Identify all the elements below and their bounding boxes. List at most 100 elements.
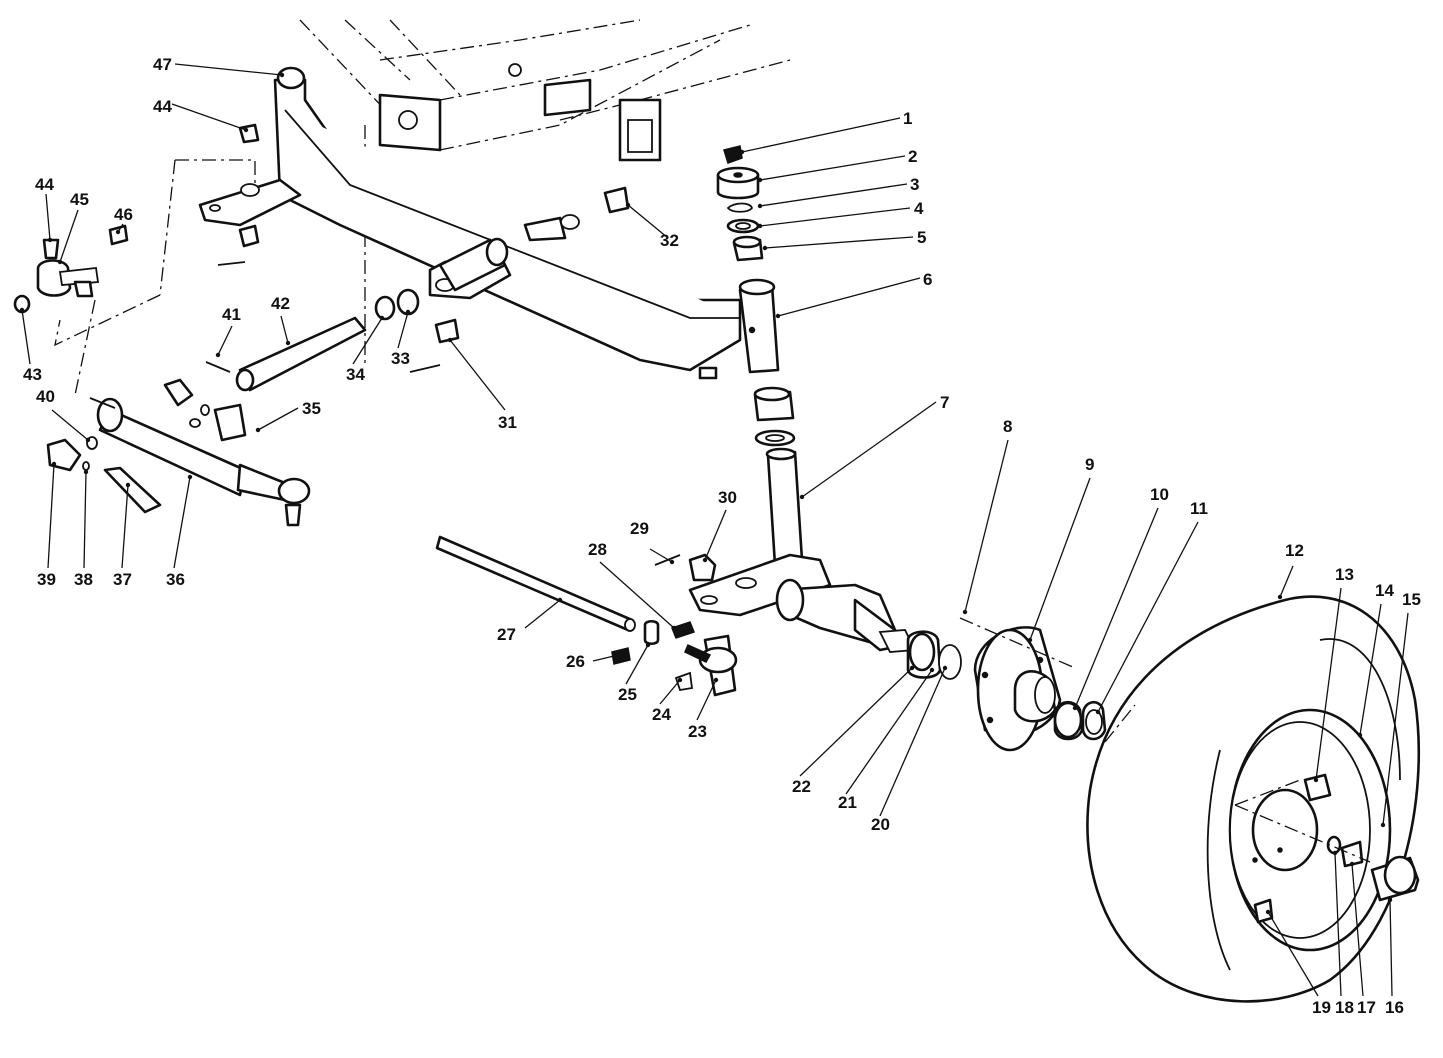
leader-line [1351, 863, 1364, 997]
callout-4: 4 [914, 199, 924, 218]
callout-32: 32 [660, 231, 679, 250]
callout-45: 45 [70, 190, 89, 209]
leader-dot [557, 597, 563, 603]
leader-dot [799, 494, 805, 500]
callout-42: 42 [271, 294, 290, 313]
callout-7: 7 [940, 393, 949, 412]
leader-line [599, 561, 675, 629]
leader-line [449, 339, 506, 411]
leader-dot [447, 337, 453, 343]
leader-dot [1095, 709, 1101, 715]
leader-line [777, 277, 921, 317]
callout-33: 33 [391, 349, 410, 368]
callout-8: 8 [1003, 417, 1012, 436]
callout-23: 23 [688, 722, 707, 741]
callout-numbers: 1 2 3 4 5 6 7 8 9 10 11 12 13 14 15 16 1… [23, 55, 1421, 1017]
callout-39: 39 [37, 570, 56, 589]
leader-line [171, 103, 247, 131]
chassis-frame [54, 19, 791, 396]
leader-line [659, 679, 681, 705]
leader-line [1074, 507, 1159, 709]
steering-spindle [688, 447, 917, 653]
assembly-centerlines [959, 617, 1371, 863]
callout-18: 18 [1335, 998, 1354, 1017]
leader-line [21, 309, 31, 365]
leader-dot [1349, 861, 1355, 867]
callout-24: 24 [652, 705, 671, 724]
leader-line [1315, 587, 1342, 781]
leader-line [627, 204, 669, 239]
steering-cylinder [46, 378, 311, 527]
leader-dot [1265, 909, 1271, 915]
leader-dot [677, 677, 683, 683]
callout-43: 43 [23, 365, 42, 384]
callout-14: 14 [1375, 581, 1394, 600]
leader-line [51, 409, 89, 441]
callout-25: 25 [618, 685, 637, 704]
leader-line [1359, 603, 1382, 736]
callout-26: 26 [566, 652, 585, 671]
leader-line [174, 63, 283, 76]
leader-line [1097, 521, 1199, 713]
leader-line [649, 548, 673, 563]
leader-dot [1277, 594, 1283, 600]
callout-13: 13 [1335, 565, 1354, 584]
leader-line [45, 193, 51, 241]
callout-38: 38 [74, 570, 93, 589]
callout-31: 31 [498, 413, 517, 432]
leader-dot [702, 557, 708, 563]
leader-dot [942, 665, 948, 671]
callout-5: 5 [917, 228, 926, 247]
callout-28: 28 [588, 540, 607, 559]
leader-dot [187, 474, 193, 480]
leader-dot [83, 469, 89, 475]
leader-dot [125, 482, 131, 488]
leader-dot [611, 653, 617, 659]
callout-17: 17 [1357, 998, 1376, 1017]
leader-line [47, 463, 55, 569]
callout-6: 6 [923, 270, 932, 289]
leader-line [704, 509, 727, 561]
callout-11: 11 [1190, 499, 1208, 518]
leader-line [1267, 911, 1319, 997]
callout-46: 46 [114, 205, 133, 224]
leader-line [845, 669, 933, 795]
leader-dot [757, 177, 763, 183]
leader-dot [47, 237, 53, 243]
leader-line [397, 311, 409, 349]
callout-44-a: 44 [35, 175, 54, 194]
callout-19: 19 [1312, 998, 1331, 1017]
leader-dot [1387, 897, 1393, 903]
leader-line [280, 315, 289, 344]
leader-dot [713, 677, 719, 683]
leader-line [1279, 565, 1294, 598]
leader-line [759, 155, 906, 181]
callout-12: 12 [1285, 541, 1304, 560]
leader-line [801, 401, 937, 498]
leader-line [217, 325, 233, 356]
leader-dot [625, 202, 631, 208]
leader-dot [909, 665, 915, 671]
leader-line [741, 117, 901, 153]
leader-line [879, 667, 946, 817]
leader-line [121, 484, 129, 569]
leader-dot [775, 313, 781, 319]
leader-line [524, 599, 561, 629]
callout-3: 3 [910, 175, 919, 194]
callout-47: 47 [153, 55, 172, 74]
leader-dot [739, 149, 745, 155]
leader-dot [115, 229, 121, 235]
leader-dot [762, 245, 768, 251]
leader-dot [51, 461, 57, 467]
leader-lines [19, 63, 1409, 997]
leader-line [799, 667, 913, 777]
leader-dot [215, 352, 221, 358]
leader-line [1029, 477, 1091, 641]
leader-line [1389, 899, 1393, 997]
callout-34: 34 [346, 365, 365, 384]
leader-dot [1027, 637, 1033, 643]
leader-line [759, 207, 911, 227]
leader-dot [19, 307, 25, 313]
leader-line [352, 317, 383, 365]
callout-29: 29 [630, 519, 649, 538]
